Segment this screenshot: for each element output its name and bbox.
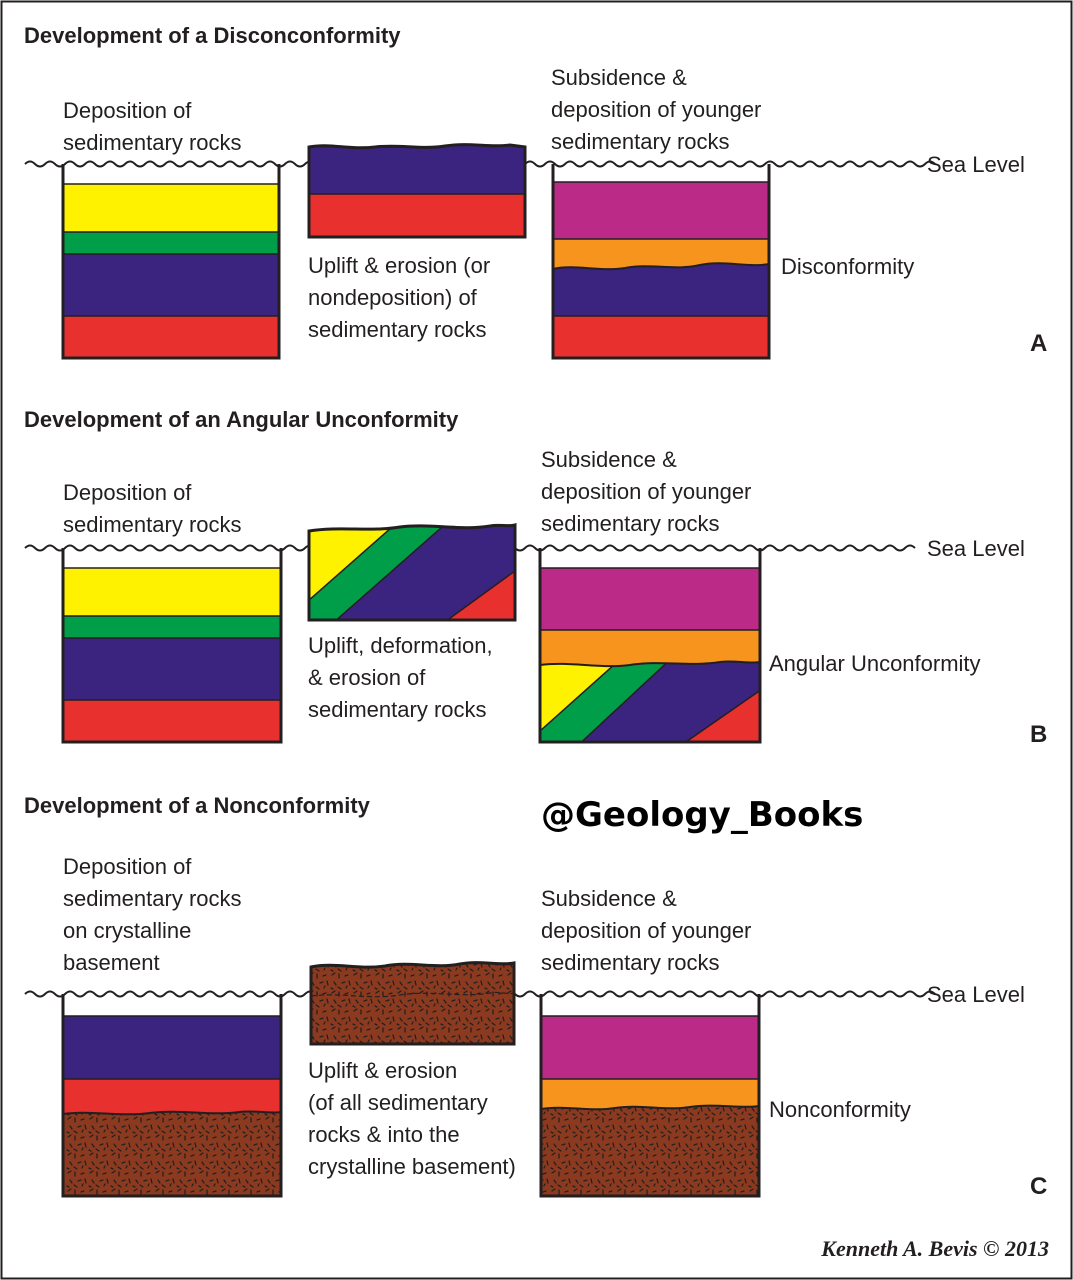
- panel-a-stage3-column: [551, 164, 771, 360]
- panel-b-title: Development of an Angular Unconformity: [24, 407, 459, 432]
- watermark-text: @Geology_Books: [541, 795, 863, 835]
- panel-a-letter: A: [1030, 330, 1047, 357]
- panel-c-contact-label: Nonconformity: [769, 1097, 911, 1122]
- panel-a: Development of a Disconconformity Deposi…: [24, 23, 1047, 360]
- panel-c-stage3-column: [539, 994, 761, 1198]
- angular-unconformity-surface: [539, 660, 761, 668]
- panel-c-stage1-label-line3: on crystalline: [63, 918, 191, 943]
- layer-purple-eroded: [309, 144, 525, 194]
- layer-magenta: [553, 182, 769, 239]
- panel-a-stage1-column: [61, 164, 281, 360]
- panel-b-stage3-label-line3: sedimentary rocks: [541, 511, 720, 536]
- panel-a-stage2-label-line2: nondeposition) of: [308, 285, 478, 310]
- layer-red: [63, 700, 281, 742]
- panel-b-letter: B: [1030, 721, 1047, 748]
- panel-a-stage1-label-line2: sedimentary rocks: [63, 130, 242, 155]
- panel-c-sea-level-label: Sea Level: [927, 982, 1025, 1007]
- panel-a-stage3-label-line3: sedimentary rocks: [551, 129, 730, 154]
- panel-a-stage2-block: [307, 143, 527, 239]
- layer-red: [63, 1079, 281, 1115]
- panel-b-sea-level-label: Sea Level: [927, 536, 1025, 561]
- disconformity-surface: [552, 262, 770, 271]
- panel-b-stage3-column: [538, 548, 762, 744]
- layer-yellow: [63, 184, 279, 232]
- panel-a-stage3-label-line1: Subsidence &: [551, 65, 687, 90]
- layer-green: [63, 616, 281, 638]
- panel-c: Development of a Nonconformity @Geology_…: [24, 793, 1047, 1200]
- panel-b-stage2-block: [307, 523, 517, 622]
- uplifted-basement: [311, 962, 514, 1044]
- panel-b-stage2-label-line2: & erosion of: [308, 665, 426, 690]
- panel-c-stage2-block: [309, 961, 516, 1046]
- panel-b-stage2-label-line3: sedimentary rocks: [308, 697, 487, 722]
- panel-b-stage1-label-line2: sedimentary rocks: [63, 512, 242, 537]
- layer-green: [63, 232, 279, 254]
- layer-purple-below-disconformity: [553, 263, 769, 316]
- panel-c-stage2-label-line2: (of all sedimentary: [308, 1090, 488, 1115]
- panel-c-title: Development of a Nonconformity: [24, 793, 371, 818]
- panel-c-stage2-label-line4: crystalline basement): [308, 1154, 516, 1179]
- layer-magenta: [541, 1016, 759, 1079]
- panel-a-stage2-label-line1: Uplift & erosion (or: [308, 253, 490, 278]
- panel-b-stage1-label-line1: Deposition of: [63, 480, 192, 505]
- panel-c-stage3-label-line1: Subsidence &: [541, 886, 677, 911]
- panel-c-stage1-label-line4: basement: [63, 950, 160, 975]
- panel-b-stage3-label-line1: Subsidence &: [541, 447, 677, 472]
- layer-red: [63, 316, 279, 358]
- panel-a-stage1-label-line1: Deposition of: [63, 98, 192, 123]
- panel-a-sea-level-label: Sea Level: [927, 152, 1025, 177]
- layer-magenta: [540, 568, 760, 630]
- panel-c-stage2-label-line1: Uplift & erosion: [308, 1058, 457, 1083]
- layer-purple: [63, 1016, 281, 1079]
- panel-c-stage2-label-line3: rocks & into the: [308, 1122, 460, 1147]
- panel-b-stage1-column: [61, 548, 283, 744]
- layer-red: [553, 316, 769, 358]
- panel-c-stage1-label-line1: Deposition of: [63, 854, 192, 879]
- panel-c-stage1-column: [61, 994, 283, 1198]
- copyright-credit: Kenneth A. Bevis © 2013: [820, 1236, 1049, 1261]
- nonconformity-surface: [540, 1104, 760, 1111]
- layer-purple: [63, 638, 281, 700]
- panel-b-stage3-label-line2: deposition of younger: [541, 479, 751, 504]
- layer-purple: [63, 254, 279, 316]
- panel-a-title: Development of a Disconconformity: [24, 23, 401, 48]
- panel-a-stage2-label-line3: sedimentary rocks: [308, 317, 487, 342]
- panel-a-contact-label: Disconformity: [781, 254, 914, 279]
- panel-c-letter: C: [1030, 1173, 1047, 1200]
- crystalline-basement: [63, 1111, 281, 1196]
- panel-b-contact-label: Angular Unconformity: [769, 651, 981, 676]
- panel-c-stage3-label-line2: deposition of younger: [541, 918, 751, 943]
- layer-red: [309, 194, 525, 237]
- panel-a-stage3-label-line2: deposition of younger: [551, 97, 761, 122]
- crystalline-basement: [541, 1105, 759, 1196]
- panel-c-stage1-label-line2: sedimentary rocks: [63, 886, 242, 911]
- panel-c-stage3-label-line3: sedimentary rocks: [541, 950, 720, 975]
- panel-b: Development of an Angular Unconformity D…: [24, 407, 1047, 748]
- panel-b-stage2-label-line1: Uplift, deformation,: [308, 633, 493, 658]
- layer-yellow: [63, 568, 281, 616]
